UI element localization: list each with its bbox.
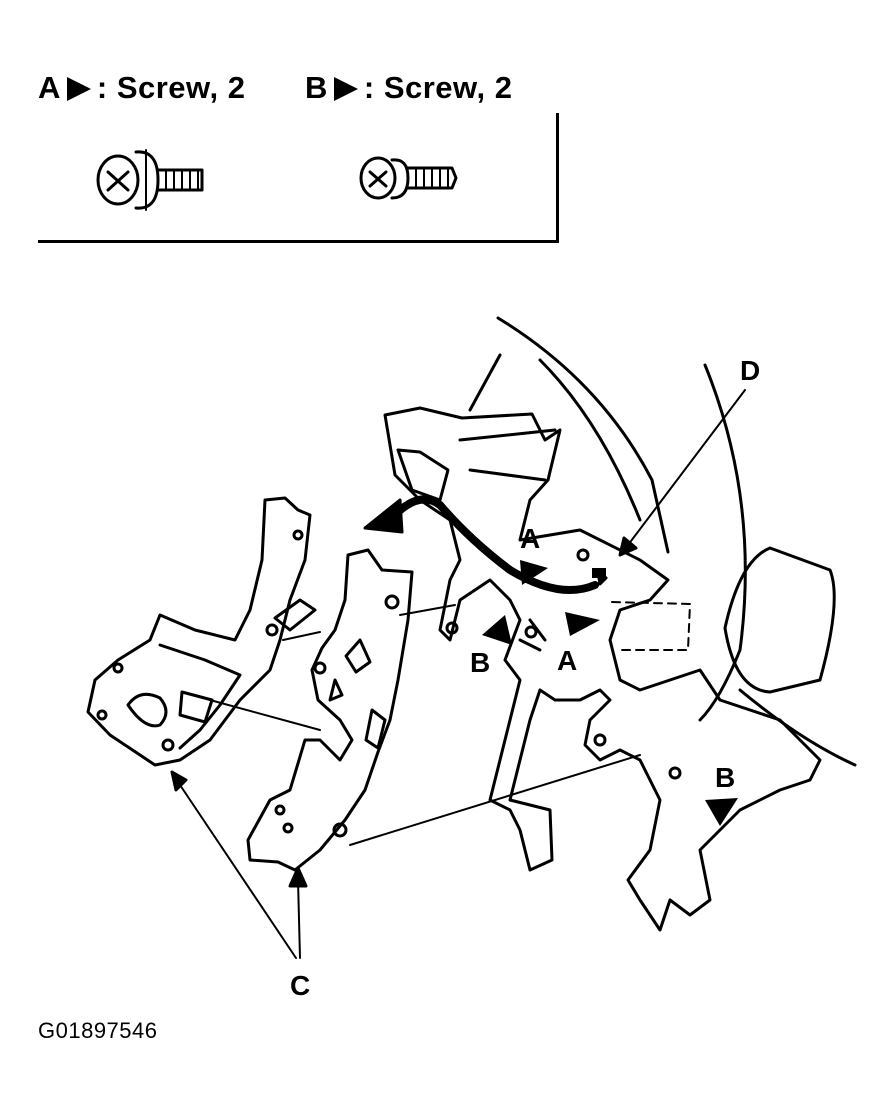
screw-a-pointer-icon [565, 612, 600, 636]
legend-text-a: : Screw, 2 [96, 70, 246, 105]
callout-c: C [290, 970, 310, 1001]
pointer-triangle-icon [333, 77, 358, 101]
screw-b-pointer-icon [705, 798, 738, 826]
legend-letter-b: B [305, 70, 328, 105]
screw-b-pointer-icon [482, 615, 512, 645]
leader-arrows [170, 389, 746, 959]
screw-pointers [482, 560, 738, 826]
screw-a-pointer-icon [520, 560, 548, 585]
callout-a: A [557, 645, 577, 676]
callout-b: B [715, 762, 735, 793]
figure-code: G01897546 [38, 1018, 158, 1043]
screw-flange-icon [359, 156, 458, 200]
bracket-c-inner [246, 548, 414, 872]
callout-b: B [470, 647, 490, 678]
legend-text-b: : Screw, 2 [363, 70, 513, 105]
legend-screw-a: A : Screw, 2 [38, 70, 245, 106]
legend-screw-b: B : Screw, 2 [305, 70, 512, 106]
callout-d: D [740, 355, 760, 386]
clip-marker [592, 568, 606, 578]
alignment-lines [209, 604, 641, 846]
callout-a: A [520, 523, 540, 554]
bracket-c-outer [86, 496, 317, 767]
pointer-triangle-icon [66, 77, 91, 101]
legend-border-bottom [38, 240, 559, 243]
removal-arrow-icon [363, 495, 599, 594]
legend-letter-a: A [38, 70, 61, 105]
legend-border-right [556, 113, 559, 243]
center-support [383, 406, 822, 932]
screw-washer-icon [96, 149, 204, 211]
